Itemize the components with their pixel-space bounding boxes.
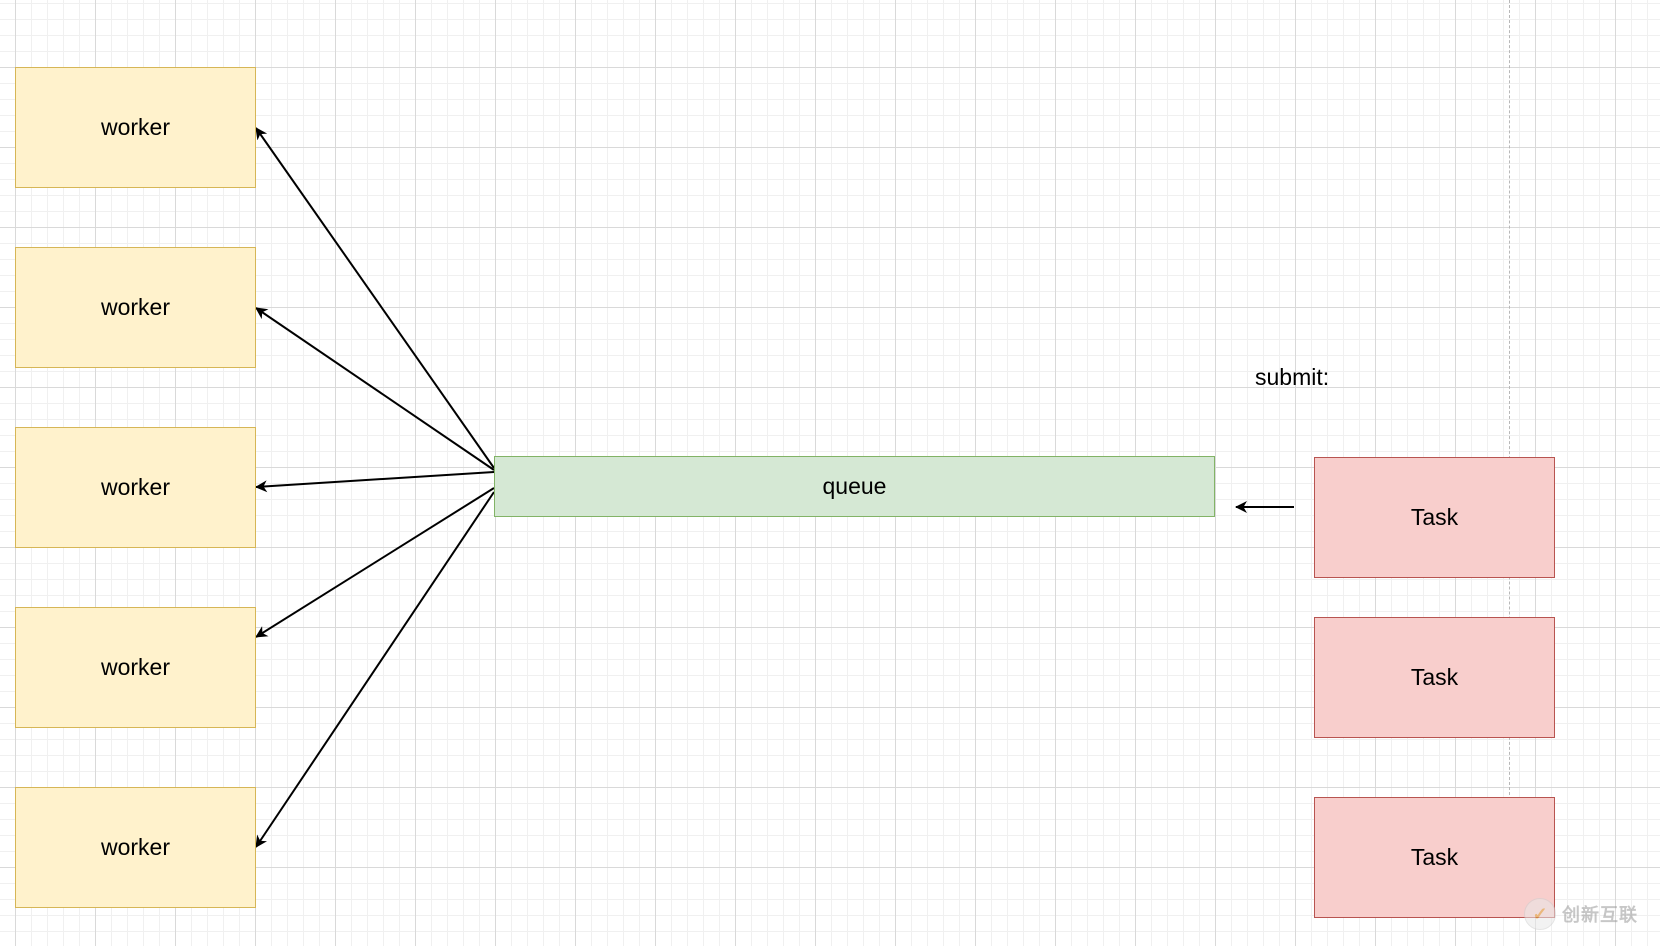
submit-label: submit: <box>1255 364 1330 390</box>
worker-box-4[interactable]: worker <box>15 607 256 728</box>
task-label: Task <box>1410 504 1459 530</box>
watermark-text: 创新互联 <box>1562 905 1638 925</box>
worker-label: worker <box>100 654 170 680</box>
worker-box-2[interactable]: worker <box>15 247 256 368</box>
page-break-line <box>1509 0 1510 800</box>
task-box-3[interactable]: Task <box>1314 797 1555 918</box>
logo-icon: ✓ <box>1524 898 1556 930</box>
queue-label: queue <box>822 473 887 499</box>
worker-box-1[interactable]: worker <box>15 67 256 188</box>
task-box-1[interactable]: Task <box>1314 457 1555 578</box>
edge-queue-to-worker-2[interactable] <box>255 307 495 471</box>
task-label: Task <box>1410 844 1459 870</box>
worker-label: worker <box>100 114 170 140</box>
worker-box-3[interactable]: worker <box>15 427 256 548</box>
worker-label: worker <box>100 294 170 320</box>
worker-label: worker <box>100 834 170 860</box>
worker-box-5[interactable]: worker <box>15 787 256 908</box>
queue-box[interactable]: queue <box>494 456 1215 517</box>
task-box-2[interactable]: Task <box>1314 617 1555 738</box>
edge-queue-to-worker-4[interactable] <box>255 487 495 638</box>
edge-queue-to-worker-3[interactable] <box>255 471 495 493</box>
watermark: ✓ 创新互联 <box>1524 898 1638 930</box>
task-label: Task <box>1410 664 1459 690</box>
worker-label: worker <box>100 474 170 500</box>
edge-queue-to-worker-5[interactable] <box>255 491 495 848</box>
edge-queue-to-worker-1[interactable] <box>255 127 495 469</box>
